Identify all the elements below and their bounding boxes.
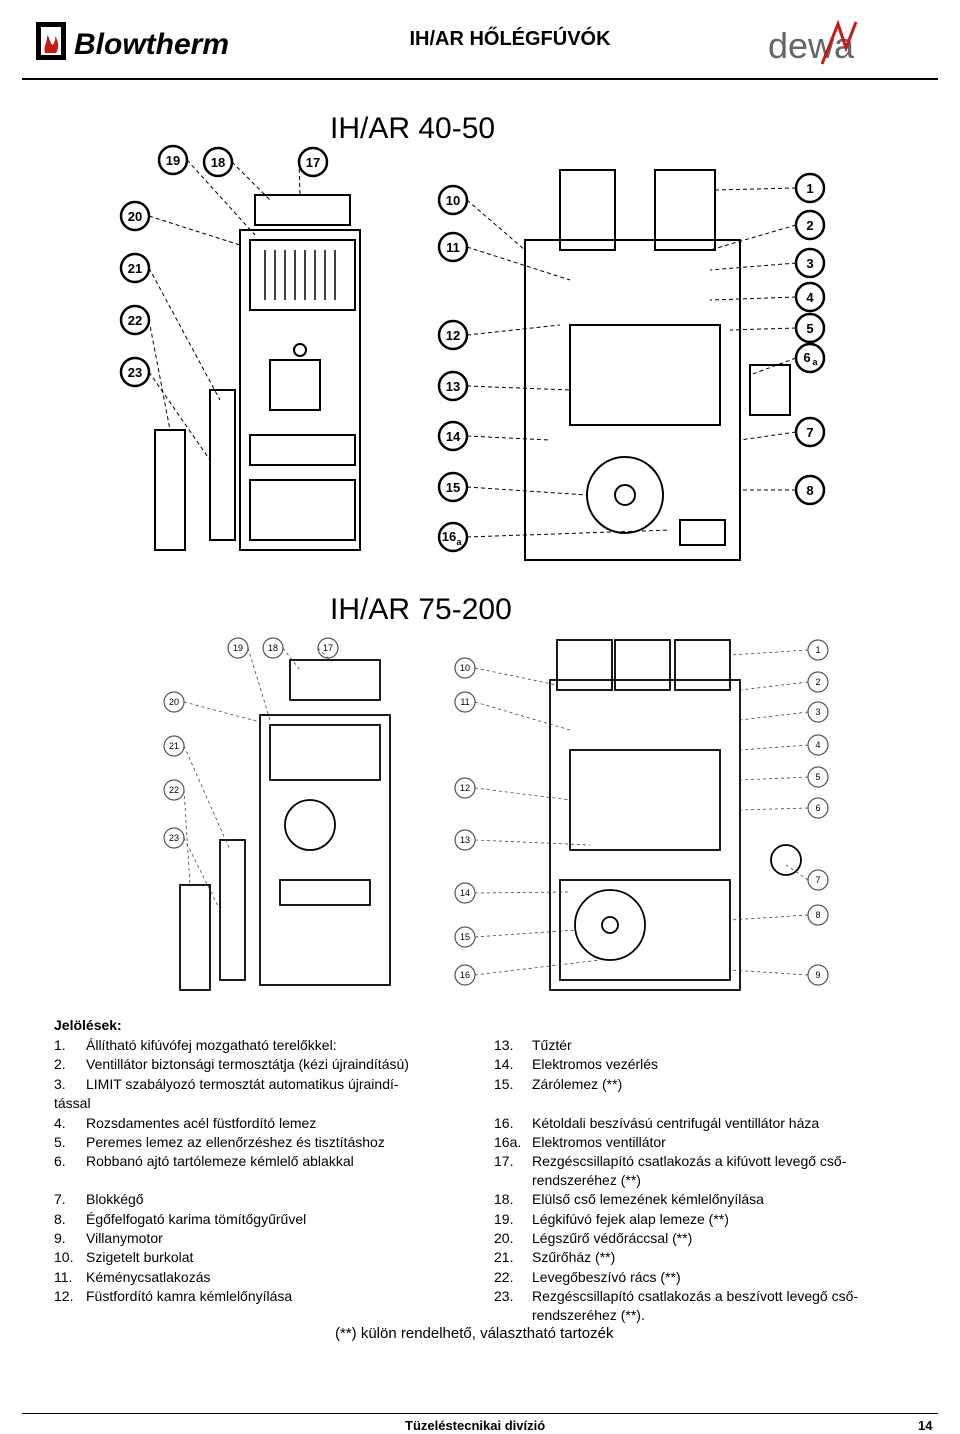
svg-text:20: 20 <box>128 209 142 224</box>
svg-text:18: 18 <box>268 643 278 653</box>
document-title: IH/AR HŐLÉGFÚVÓK <box>409 28 611 50</box>
legend-item: 2.Ventillátor biztonsági termosztátja (k… <box>54 1056 409 1072</box>
svg-text:13: 13 <box>460 835 470 845</box>
svg-text:Blowtherm: Blowtherm <box>74 28 229 61</box>
svg-text:21: 21 <box>128 261 142 276</box>
legend-item: 5.Peremes lemez az ellenőrzéshez és tisz… <box>54 1134 385 1150</box>
svg-text:14: 14 <box>460 888 470 898</box>
svg-text:2: 2 <box>806 218 813 233</box>
svg-text:8: 8 <box>815 910 820 920</box>
svg-text:16: 16 <box>442 529 456 544</box>
svg-text:20: 20 <box>169 697 179 707</box>
svg-text:a: a <box>456 537 462 547</box>
legend-item: 15.Zárólemez (**) <box>494 1076 623 1092</box>
svg-text:1: 1 <box>806 181 813 196</box>
legend-item: 3.LIMIT szabályozó termosztát automatiku… <box>54 1076 399 1092</box>
figure-title-1: IH/AR 40-50 <box>330 112 496 145</box>
legend-item: 1.Állítható kifúvófej mozgatható terelők… <box>54 1037 337 1053</box>
legend-item-continuation: rendszeréhez (**). <box>532 1307 645 1323</box>
legend-item: 14.Elektromos vezérlés <box>494 1056 659 1072</box>
svg-text:17: 17 <box>306 155 320 170</box>
figure-title-2: IH/AR 75-200 <box>330 593 512 626</box>
legend-item-continuation: tással <box>54 1095 91 1111</box>
legend-item: 20.Légszűrő védőráccsal (**) <box>494 1230 693 1246</box>
legend-item: 13.Tűztér <box>494 1037 572 1053</box>
svg-text:15: 15 <box>446 480 460 495</box>
svg-text:22: 22 <box>169 785 179 795</box>
svg-text:8: 8 <box>806 483 813 498</box>
legend-item: 6.Robbanó ajtó tartólemeze kémlelő ablak… <box>54 1153 354 1169</box>
svg-text:4: 4 <box>815 740 820 750</box>
footnote: (**) külön rendelhető, választható tarto… <box>335 1325 614 1342</box>
svg-text:5: 5 <box>815 772 820 782</box>
svg-text:16: 16 <box>460 970 470 980</box>
svg-text:13: 13 <box>446 379 460 394</box>
svg-text:a: a <box>812 357 818 367</box>
svg-text:15: 15 <box>460 932 470 942</box>
legend-item: 12.Füstfordító kamra kémlelőnyílása <box>54 1288 293 1304</box>
svg-text:18: 18 <box>211 155 225 170</box>
blowtherm-logo: Blowtherm <box>30 16 260 68</box>
page-number: 14 <box>918 1418 933 1433</box>
legend-item: 21.Szűrőház (**) <box>494 1249 616 1265</box>
svg-text:11: 11 <box>446 240 460 255</box>
legend-item: 16.Kétoldali beszívású centrifugál venti… <box>494 1115 820 1131</box>
svg-text:21: 21 <box>169 741 179 751</box>
legend-item: 7.Blokkégő <box>54 1191 144 1207</box>
footer-rule <box>22 1413 938 1414</box>
legend-item: 8.Égőfelfogató karima tömítőgyűrűvel <box>54 1211 307 1227</box>
svg-text:22: 22 <box>128 313 142 328</box>
svg-text:23: 23 <box>128 365 142 380</box>
legend-item: 17.Rezgéscsillapító csatlakozás a kifúvo… <box>494 1153 847 1169</box>
legend-item: 9.Villanymotor <box>54 1230 163 1246</box>
svg-text:4: 4 <box>806 290 814 305</box>
svg-text:6: 6 <box>815 803 820 813</box>
svg-text:14: 14 <box>446 429 461 444</box>
svg-text:10: 10 <box>460 663 470 673</box>
svg-text:dewa: dewa <box>768 25 855 66</box>
legend-title: Jelölések: <box>54 1017 122 1033</box>
svg-text:6: 6 <box>803 350 810 365</box>
svg-text:1: 1 <box>815 645 820 655</box>
legend-item: 19.Légkifúvó fejek alap lemeze (**) <box>494 1211 729 1227</box>
svg-text:7: 7 <box>815 875 820 885</box>
svg-text:17: 17 <box>323 643 333 653</box>
footer-division: Tüzeléstecnikai divízió <box>405 1418 546 1433</box>
legend-item: 11.Kéménycsatlakozás <box>54 1269 211 1285</box>
legend-item: 18.Elülső cső lemezének kémlelőnyílása <box>494 1191 764 1207</box>
svg-text:5: 5 <box>806 321 813 336</box>
legend-item: 23.Rezgéscsillapító csatlakozás a beszív… <box>494 1288 859 1304</box>
svg-text:19: 19 <box>233 643 243 653</box>
legend-item: 4.Rozsdamentes acél füstfordító lemez <box>54 1115 317 1131</box>
svg-text:23: 23 <box>169 833 179 843</box>
legend-item: 16a.Elektromos ventillátor <box>494 1134 666 1150</box>
flame-mark-icon <box>36 22 66 60</box>
legend-item: 10.Szigetelt burkolat <box>54 1249 194 1265</box>
header-rule <box>22 78 938 80</box>
svg-text:10: 10 <box>446 193 460 208</box>
svg-text:7: 7 <box>806 425 813 440</box>
svg-text:2: 2 <box>815 677 820 687</box>
svg-text:9: 9 <box>815 970 820 980</box>
svg-text:3: 3 <box>815 707 820 717</box>
legend-item-continuation: rendszeréhez (**) <box>532 1172 641 1188</box>
svg-text:12: 12 <box>446 328 460 343</box>
svg-text:19: 19 <box>166 153 180 168</box>
legend-item: 22.Levegőbeszívó rács (**) <box>494 1269 681 1285</box>
svg-text:11: 11 <box>460 697 469 707</box>
dewa-logo: dewa <box>760 14 910 72</box>
svg-text:12: 12 <box>460 783 470 793</box>
svg-text:3: 3 <box>806 256 813 271</box>
